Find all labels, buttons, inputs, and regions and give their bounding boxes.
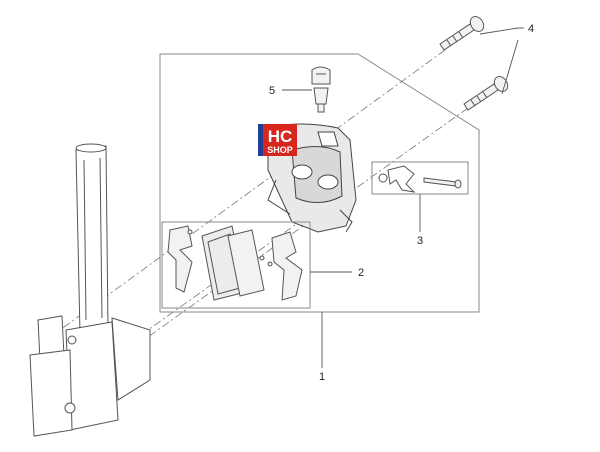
logo-text-bottom: SHOP xyxy=(267,145,293,155)
bleed-valve xyxy=(311,66,331,113)
fork-leg xyxy=(29,143,151,437)
logo-text-top: HC xyxy=(268,127,293,146)
assembly-frame xyxy=(159,53,480,313)
hc-shop-logo: HC SHOP xyxy=(258,124,297,156)
caliper-bolt-lower xyxy=(463,76,509,111)
callout-3: 3 xyxy=(417,235,423,247)
caliper-bolt-upper xyxy=(439,16,485,51)
callout-2: 2 xyxy=(358,267,364,279)
pads-group-box xyxy=(161,221,311,309)
brake-pads xyxy=(167,225,303,301)
callout-1: 1 xyxy=(319,371,325,383)
pad-pin-and-spring xyxy=(378,165,462,193)
callout-4: 4 xyxy=(528,23,534,35)
callout-5: 5 xyxy=(269,85,275,97)
leader-lines xyxy=(282,27,524,368)
